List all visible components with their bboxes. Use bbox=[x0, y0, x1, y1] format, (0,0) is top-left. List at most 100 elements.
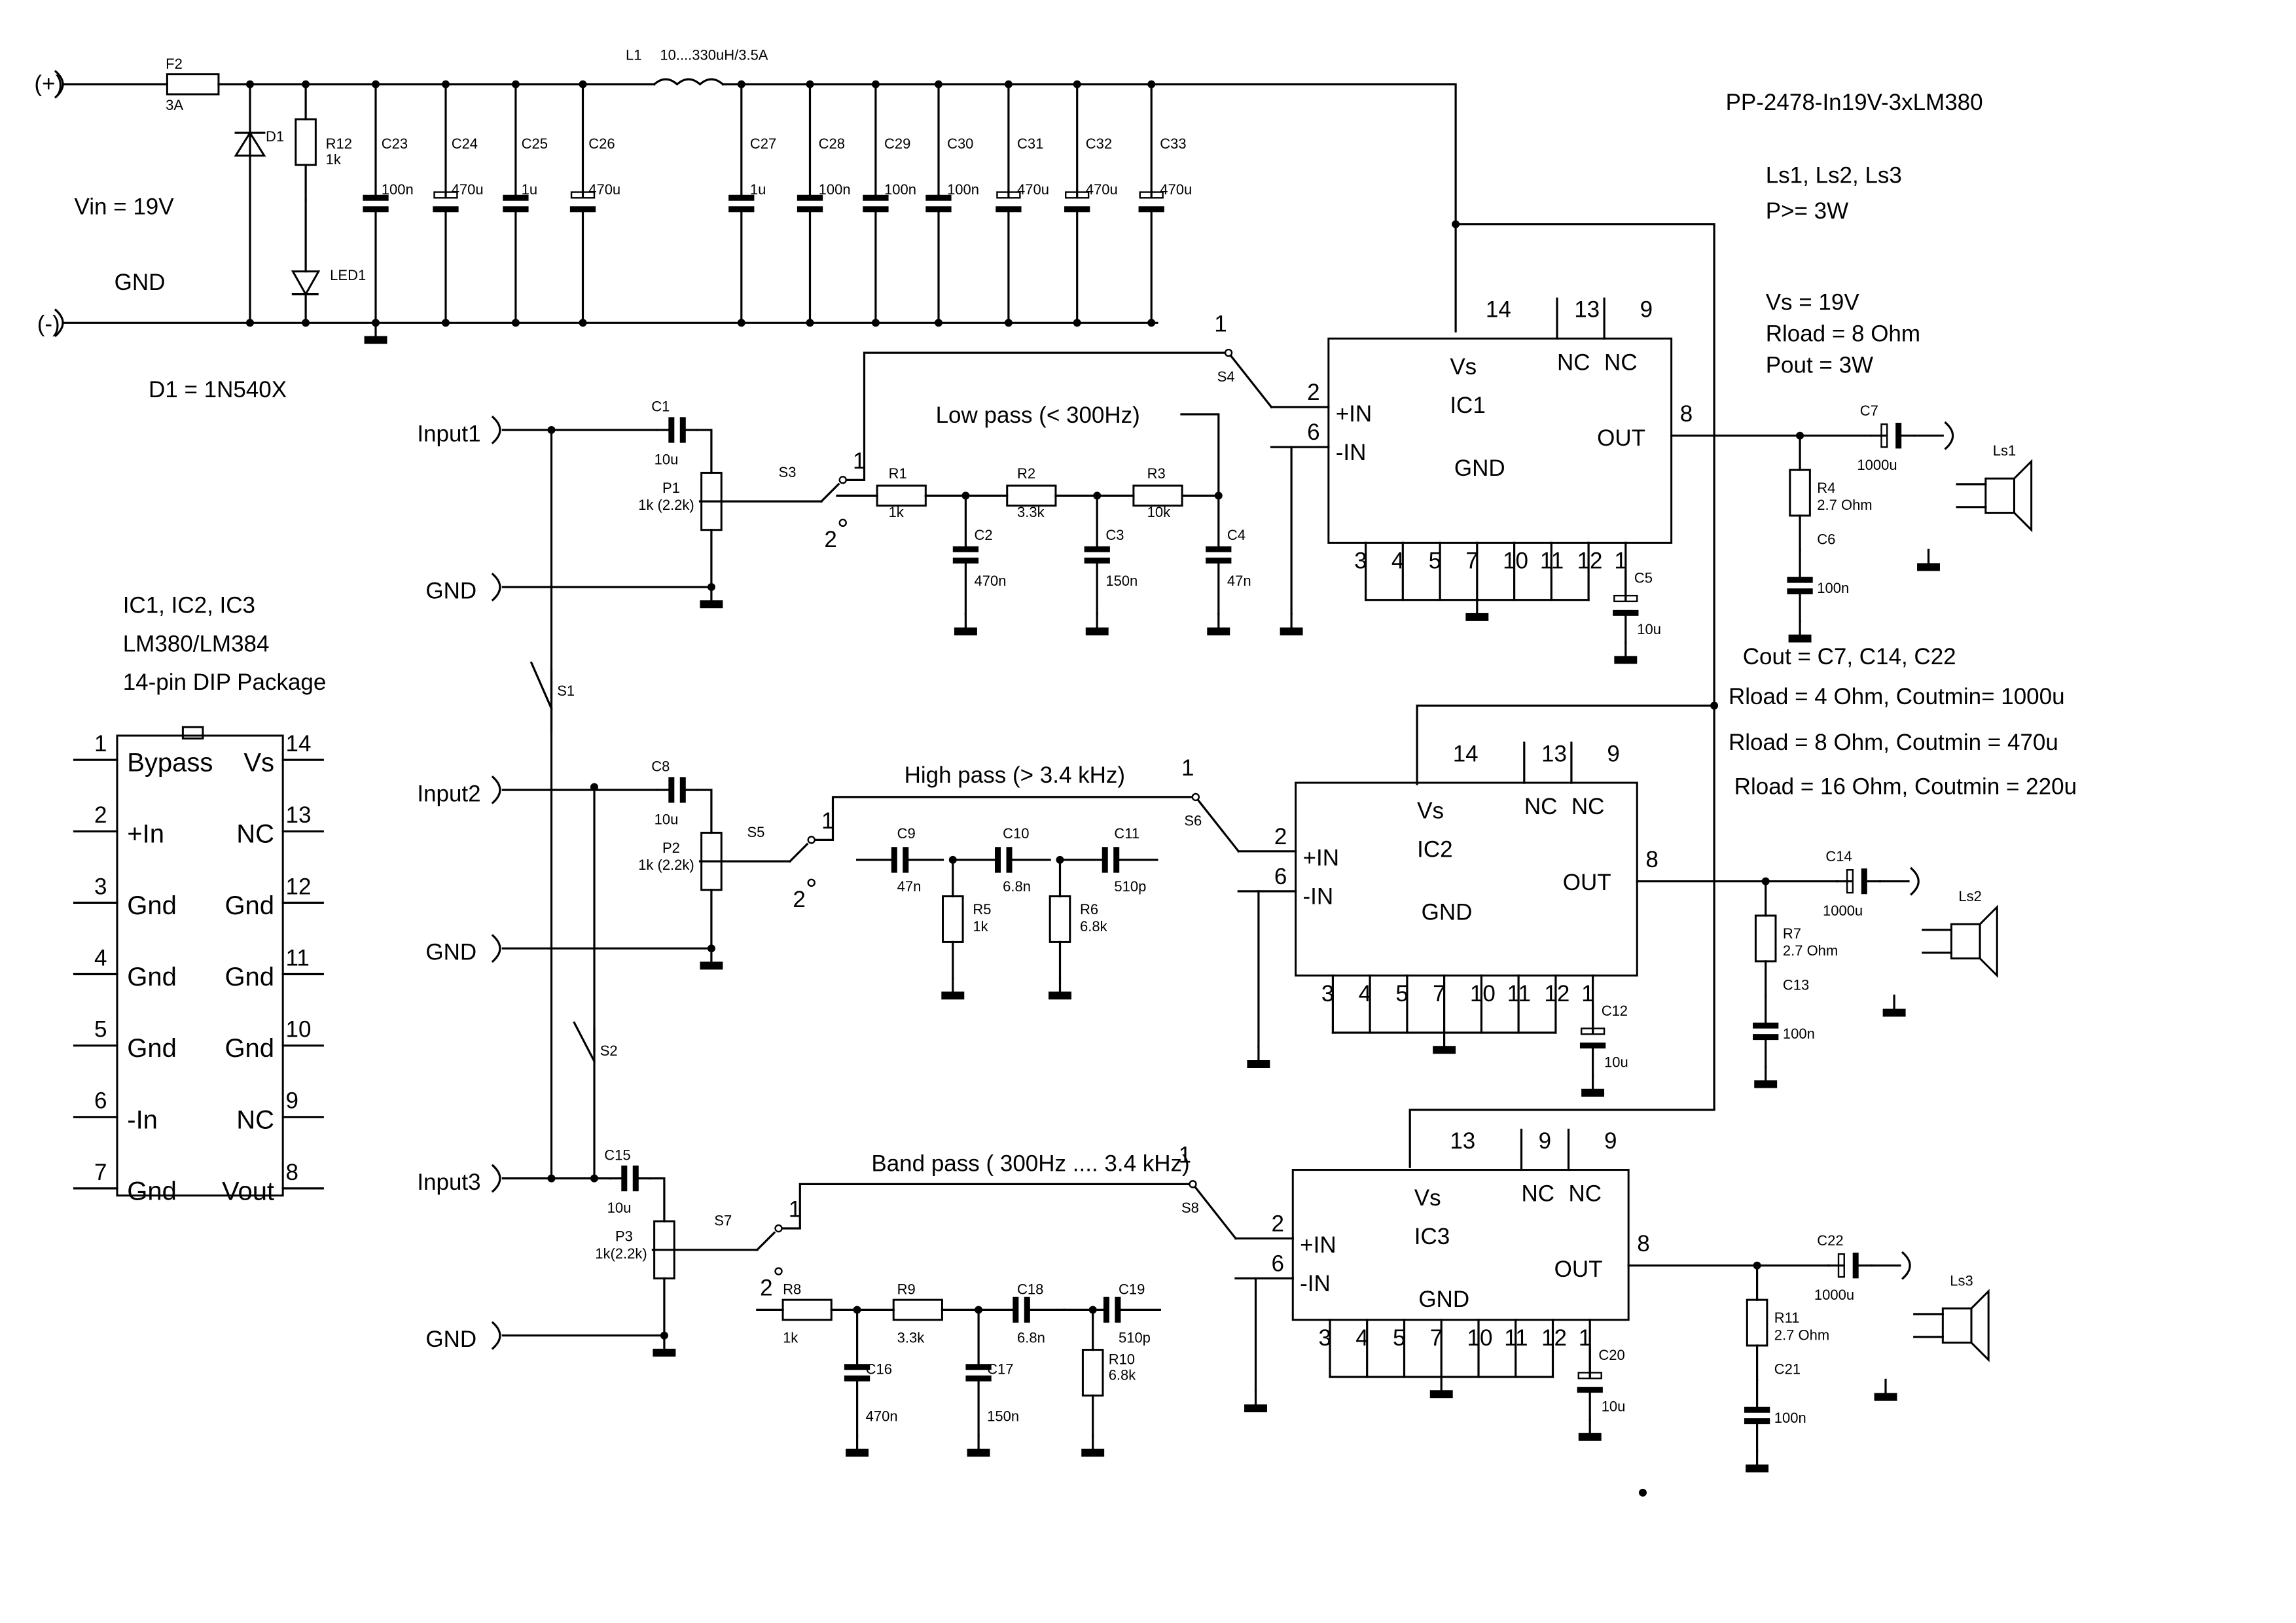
switch-pos-1: 1 bbox=[853, 448, 865, 474]
junction-dot bbox=[547, 425, 556, 434]
minus-in-label: -IN bbox=[1303, 884, 1334, 910]
switch-pos-1: 1 bbox=[821, 808, 834, 834]
cin-label: C8 bbox=[651, 758, 670, 775]
capacitor-c31 bbox=[996, 191, 1021, 199]
switch-out-label: S6 bbox=[1184, 813, 1202, 829]
pin-name: NC bbox=[236, 820, 274, 849]
cap-value: 470u bbox=[1017, 181, 1049, 198]
speaker-ls1 bbox=[1984, 477, 2015, 514]
pot-label: P1 bbox=[662, 480, 680, 496]
pin-name: Gnd bbox=[127, 891, 177, 920]
amplifier-ic-2 bbox=[1295, 781, 1638, 977]
junction-dot bbox=[871, 80, 880, 88]
cap-label: C25 bbox=[522, 135, 548, 152]
supply-gnd-label: GND bbox=[115, 270, 166, 295]
wire bbox=[846, 351, 1273, 482]
zobel-r-label: R7 bbox=[1783, 925, 1801, 942]
speaker-label: Ls3 bbox=[1950, 1272, 1973, 1289]
d1-label: D1 bbox=[266, 128, 284, 145]
part-value: 510p bbox=[1119, 1330, 1151, 1346]
vin-label: Vin = 19V bbox=[74, 194, 174, 219]
pin-6: 6 bbox=[1272, 1251, 1284, 1277]
part-value: 6.8k bbox=[1109, 1366, 1137, 1383]
r12-value: 1k bbox=[326, 151, 342, 168]
wire bbox=[501, 1277, 666, 1337]
wire bbox=[788, 842, 809, 863]
cap-value: 1u bbox=[522, 181, 537, 198]
vs-label: Vs bbox=[1450, 354, 1477, 380]
pin-number: 7 bbox=[94, 1160, 107, 1185]
part-value: 1k bbox=[783, 1330, 798, 1346]
ic-label: IC3 bbox=[1414, 1224, 1450, 1249]
junction-dot bbox=[302, 319, 310, 327]
cin-value: 10u bbox=[655, 451, 679, 467]
output-capacitor bbox=[1837, 1253, 1845, 1278]
out-label: OUT bbox=[1563, 870, 1611, 895]
resistor-r8 bbox=[781, 1298, 833, 1321]
minus-terminal bbox=[54, 308, 64, 338]
l1-value: 10....330uH/3.5A bbox=[660, 47, 768, 63]
output-capacitor bbox=[1846, 869, 1854, 894]
part-value: 1k bbox=[889, 504, 905, 520]
cap-label: C24 bbox=[452, 135, 478, 152]
part-value: 1k bbox=[973, 918, 988, 935]
part-label: C9 bbox=[897, 825, 916, 842]
cout-8ohm: Rload = 8 Ohm, Coutmin = 470u bbox=[1729, 730, 2058, 755]
junction-dot bbox=[806, 80, 814, 88]
pin-name: Gnd bbox=[127, 963, 177, 991]
top-pin: 13 bbox=[1574, 297, 1600, 323]
top-pin: 9 bbox=[1604, 1128, 1617, 1154]
part-value: 470n bbox=[866, 1408, 898, 1425]
part-value: 6.8k bbox=[1080, 918, 1108, 935]
bypass-value: 10u bbox=[1637, 621, 1661, 637]
pin-number: 13 bbox=[286, 802, 312, 828]
junction-dot bbox=[934, 80, 942, 88]
input-gnd-label-2: GND bbox=[425, 940, 476, 965]
capacitor-c32 bbox=[1065, 191, 1090, 199]
pot-value: 1k (2.2k) bbox=[638, 857, 694, 873]
junction-dot bbox=[1004, 80, 1013, 88]
junction-dot bbox=[737, 319, 745, 327]
ic-label: IC1 bbox=[1450, 393, 1485, 418]
supply-voltage: Vs = 19V bbox=[1766, 290, 1860, 315]
pin-name: Bypass bbox=[127, 749, 213, 777]
junction-dot bbox=[1147, 80, 1156, 88]
junction-dot bbox=[934, 319, 942, 327]
wire bbox=[649, 1177, 666, 1222]
pin-name: Gnd bbox=[127, 1034, 177, 1063]
pinout-package: 14-pin DIP Package bbox=[123, 669, 327, 695]
pin-2: 2 bbox=[1274, 824, 1287, 849]
zobel-c-label: C13 bbox=[1783, 977, 1809, 993]
bottom-pin: 5 bbox=[1429, 548, 1441, 574]
switch-contact bbox=[1191, 793, 1200, 802]
pin-number: 10 bbox=[286, 1017, 312, 1043]
pin-number: 5 bbox=[94, 1017, 107, 1043]
speaker-terminal bbox=[1910, 866, 1920, 896]
bypass-capacitor bbox=[1613, 594, 1638, 603]
filter-label: High pass (> 3.4 kHz) bbox=[905, 762, 1126, 788]
cout-label: C7 bbox=[1860, 402, 1878, 419]
switch-contact bbox=[1224, 348, 1233, 357]
zobel-resistor bbox=[1746, 1298, 1768, 1347]
bottom-pin: 12 bbox=[1577, 548, 1603, 574]
switch-out-label: S4 bbox=[1217, 368, 1235, 385]
pin-8: 8 bbox=[1680, 401, 1693, 427]
pinout-part: LM380/LM384 bbox=[123, 631, 270, 656]
pin-number: 2 bbox=[94, 802, 107, 828]
plus-in-label: +IN bbox=[1336, 401, 1372, 427]
bottom-pin: 1 bbox=[1614, 548, 1626, 574]
switch-contact bbox=[838, 476, 847, 484]
part-label: R5 bbox=[973, 901, 991, 918]
switch-pos-1: 1 bbox=[789, 1197, 801, 1222]
part-value: 47n bbox=[897, 878, 922, 895]
input-label-3: Input3 bbox=[417, 1169, 480, 1195]
dip-package bbox=[116, 734, 284, 1197]
switch-pos-2: 2 bbox=[824, 527, 836, 552]
plus-in-label: +IN bbox=[1300, 1232, 1336, 1258]
part-value: 47n bbox=[1227, 573, 1251, 589]
part-value: 470n bbox=[975, 573, 1007, 589]
junction-dot bbox=[302, 80, 310, 88]
junction-dot bbox=[547, 1174, 556, 1183]
pin-2: 2 bbox=[1307, 380, 1319, 405]
